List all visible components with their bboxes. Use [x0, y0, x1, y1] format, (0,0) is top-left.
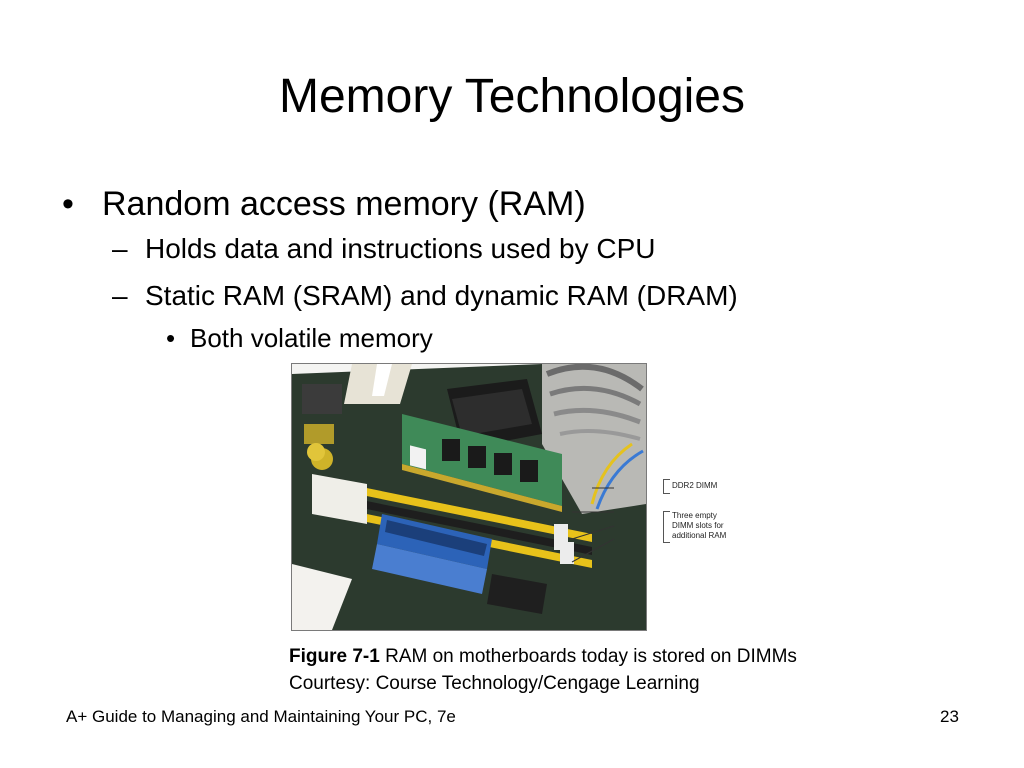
callout-bracket-slots — [663, 511, 670, 543]
bullet-text: Random access memory (RAM) — [102, 185, 586, 223]
figure-number: Figure 7-1 — [289, 646, 380, 667]
bullet-marker: • — [62, 185, 74, 223]
cpu-heatsink — [542, 364, 646, 514]
figure-caption-text: RAM on motherboards today is stored on D… — [379, 646, 797, 667]
bullet-text: Static RAM (SRAM) and dynamic RAM (DRAM) — [145, 280, 738, 311]
callout-slots-line1: Three empty — [672, 511, 717, 520]
bullet-text: Both volatile memory — [190, 323, 433, 353]
page-number: 23 — [940, 707, 959, 726]
bullet-level3-volatile: • Both volatile memory — [166, 322, 433, 354]
bullet-level1-ram: • Random access memory (RAM) — [62, 184, 586, 224]
bullet-text: Holds data and instructions used by CPU — [145, 233, 656, 264]
callout-bracket-dimm — [663, 479, 670, 494]
figure-credit: Courtesy: Course Technology/Cengage Lear… — [289, 673, 700, 694]
callout-slots-line3: additional RAM — [672, 531, 727, 540]
motherboard-illustration — [292, 364, 646, 630]
callout-slots-line2: DIMM slots for — [672, 521, 724, 530]
dimm-slot-black — [347, 497, 592, 555]
dimm-slot-yellow-1 — [347, 484, 592, 542]
slide-title: Memory Technologies — [278, 70, 745, 123]
footer-book-title: A+ Guide to Managing and Maintaining You… — [66, 707, 456, 726]
bullet-level2-sram-dram: –Static RAM (SRAM) and dynamic RAM (DRAM… — [112, 279, 738, 313]
bullet-level2-holds-data: –Holds data and instructions used by CPU — [112, 232, 656, 266]
callout-dimm-label: DDR2 DIMM — [672, 481, 718, 490]
bullet-marker: • — [166, 323, 176, 353]
callout-slots-label: Three empty DIMM slots for additional RA… — [672, 511, 726, 541]
dash-marker: – — [112, 233, 128, 264]
figure-caption: Figure 7-1 RAM on motherboards today is … — [289, 643, 797, 697]
motherboard-ram-photo — [291, 363, 647, 631]
dash-marker: – — [112, 280, 128, 311]
